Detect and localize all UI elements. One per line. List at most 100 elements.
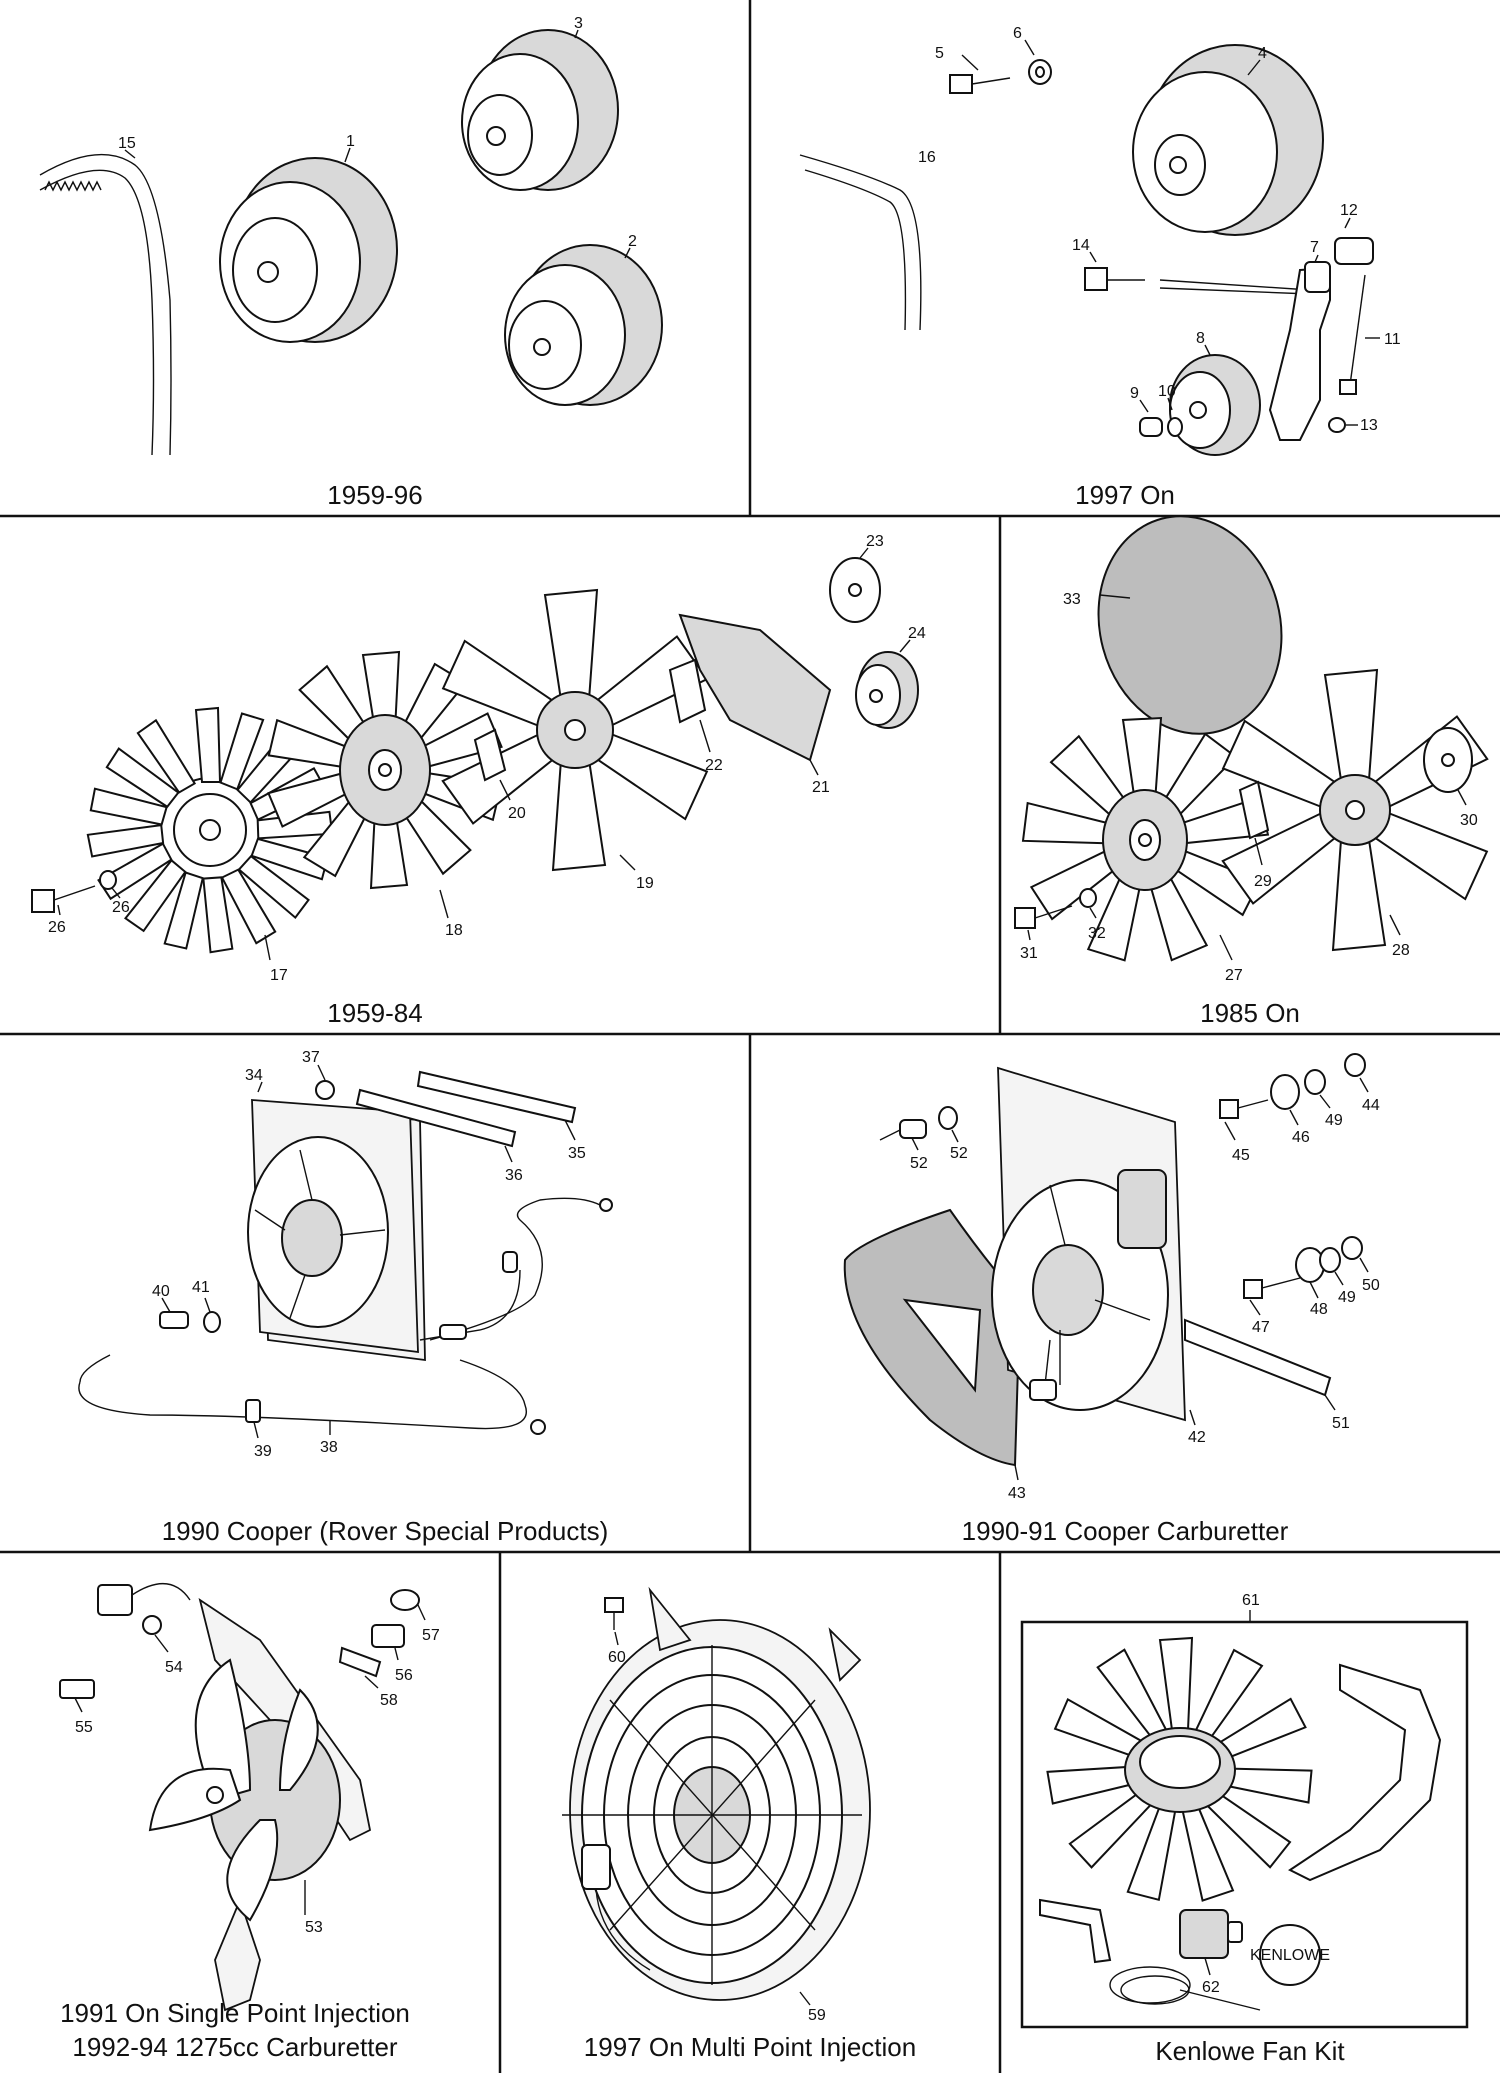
fan-19 bbox=[437, 588, 713, 871]
label-3: 3 bbox=[574, 15, 583, 32]
label-11: 11 bbox=[1384, 331, 1401, 348]
kenlowe-fan bbox=[1046, 1636, 1315, 1903]
clip-20 bbox=[473, 728, 507, 782]
clip-22 bbox=[668, 658, 707, 724]
bracket-36 bbox=[355, 1088, 517, 1148]
adjuster-nut-12 bbox=[1334, 237, 1374, 265]
pulley-1 bbox=[219, 157, 398, 343]
label-28: 28 bbox=[1392, 942, 1410, 959]
label-15: 15 bbox=[118, 135, 136, 152]
pulley-2 bbox=[504, 244, 663, 406]
pulley-4 bbox=[1132, 44, 1324, 236]
bolt-60 bbox=[604, 1597, 624, 1630]
mesh-shroud-43 bbox=[843, 1208, 1022, 1467]
clip-29 bbox=[1238, 780, 1270, 840]
panel-1990-cooper-rsp: 34 37 35 36 38 39 40 41 1990 Cooper (Rov… bbox=[78, 1049, 613, 1546]
label-31: 31 bbox=[1020, 945, 1038, 962]
mount-48 bbox=[1319, 1247, 1341, 1273]
spacer-30 bbox=[1423, 727, 1473, 793]
label-19: 19 bbox=[636, 875, 654, 892]
label-24: 24 bbox=[908, 625, 926, 642]
panel-1985-on: 33 30 29 27 28 31 32 1985 On bbox=[1014, 515, 1493, 1028]
label-49b: 50 bbox=[1362, 1277, 1380, 1294]
label-52: 52 bbox=[950, 1145, 968, 1162]
spacer-9 bbox=[1139, 417, 1163, 437]
panel-1990-91-cooper-carb: 45 46 49 44 47 48 49 50 51 42 43 52 52 1… bbox=[843, 1053, 1380, 1546]
label-38: 38 bbox=[320, 1439, 338, 1456]
kenlowe-badge-text: KENLOWE bbox=[1250, 1947, 1330, 1964]
label-13: 13 bbox=[1360, 417, 1378, 434]
washer-10 bbox=[1167, 417, 1183, 437]
label-48: 49 bbox=[1338, 1289, 1356, 1306]
adjuster-screw-11 bbox=[1339, 274, 1366, 395]
caption-1959-96: 1959-96 bbox=[327, 480, 422, 510]
washer-6 bbox=[1028, 59, 1052, 85]
belt-16 bbox=[799, 154, 922, 331]
panel-kenlowe-fan-kit: 61 KENLOWE bbox=[1020, 1592, 1469, 2066]
label-27: 27 bbox=[1225, 967, 1243, 984]
panel-1997-on: 5 6 4 16 14 7 12 11 8 9 10 13 1997 On bbox=[799, 25, 1401, 510]
caption-1990-91-cooper-carb: 1990-91 Cooper Carburetter bbox=[962, 1516, 1289, 1546]
label-57: 57 bbox=[422, 1627, 440, 1644]
label-55: 55 bbox=[75, 1719, 93, 1736]
caption-1997-on-mpi: 1997 On Multi Point Injection bbox=[584, 2032, 916, 2062]
label-58: 58 bbox=[380, 1692, 398, 1709]
label-4: 4 bbox=[1258, 45, 1267, 62]
fan-17 bbox=[86, 706, 334, 954]
fan-27 bbox=[1020, 716, 1269, 964]
label-22: 22 bbox=[705, 757, 723, 774]
panel-1991-on-spi: 54 55 56 57 58 53 1991 On Single Point I… bbox=[59, 1582, 440, 2062]
switch-62 bbox=[1179, 1909, 1243, 1959]
label-1: 1 bbox=[346, 133, 355, 150]
cable-coil bbox=[1109, 1966, 1261, 2011]
label-46: 49 bbox=[1325, 1112, 1343, 1129]
mesh-guard-33 bbox=[1097, 515, 1283, 735]
label-44b: 47 bbox=[1252, 1319, 1270, 1336]
label-30: 30 bbox=[1460, 812, 1478, 829]
label-61: 61 bbox=[1242, 1592, 1260, 1609]
nut-37 bbox=[315, 1080, 335, 1100]
label-9: 9 bbox=[1130, 385, 1139, 402]
caption-1991-on-spi: 1991 On Single Point Injection bbox=[60, 1998, 410, 2028]
label-7: 7 bbox=[1310, 239, 1319, 256]
washer-26 bbox=[99, 870, 117, 890]
caption-1992-94-1275cc: 1992-94 1275cc Carburetter bbox=[72, 2032, 398, 2062]
bolt-44b bbox=[1243, 1277, 1301, 1299]
panel-1959-96: 15 1 3 2 1959-96 bbox=[39, 15, 663, 510]
label-40: 40 bbox=[152, 1283, 170, 1300]
label-29: 29 bbox=[1254, 873, 1272, 890]
label-62: 62 bbox=[1202, 1979, 1220, 1996]
label-39: 39 bbox=[254, 1443, 272, 1460]
label-49a: 44 bbox=[1362, 1097, 1380, 1114]
bolt-31 bbox=[1014, 905, 1073, 929]
label-45: 46 bbox=[1292, 1129, 1310, 1146]
tensioner-bracket-7 bbox=[1268, 261, 1331, 441]
bolt-44a bbox=[1219, 1099, 1269, 1119]
label-33: 33 bbox=[1063, 591, 1081, 608]
cable-clip-39 bbox=[245, 1399, 261, 1423]
relay-56 bbox=[371, 1624, 405, 1648]
mount-45 bbox=[1270, 1074, 1300, 1110]
pulley-3 bbox=[461, 29, 619, 191]
hub-24 bbox=[855, 651, 919, 729]
fan-assembly-59 bbox=[562, 1586, 871, 2001]
caption-1985-on: 1985 On bbox=[1200, 998, 1300, 1028]
fan-motor-53 bbox=[148, 1597, 372, 2012]
nut-54 bbox=[142, 1615, 162, 1635]
label-18: 18 bbox=[445, 922, 463, 939]
label-54: 54 bbox=[165, 1659, 183, 1676]
label-26: 26 bbox=[112, 899, 130, 916]
caption-1959-84: 1959-84 bbox=[327, 998, 422, 1028]
label-20: 20 bbox=[508, 805, 526, 822]
washer-32 bbox=[1079, 888, 1097, 908]
fan-18 bbox=[264, 650, 506, 889]
nut-49a bbox=[1344, 1053, 1366, 1077]
wiring-harness-38 bbox=[78, 1197, 613, 1435]
label-42: 42 bbox=[1188, 1429, 1206, 1446]
sensor-40 bbox=[159, 1311, 189, 1329]
label-44a: 45 bbox=[1232, 1147, 1250, 1164]
label-34: 34 bbox=[245, 1067, 263, 1084]
bracket-35 bbox=[416, 1070, 577, 1124]
label-56: 56 bbox=[395, 1667, 413, 1684]
label-53: 53 bbox=[305, 1919, 323, 1936]
